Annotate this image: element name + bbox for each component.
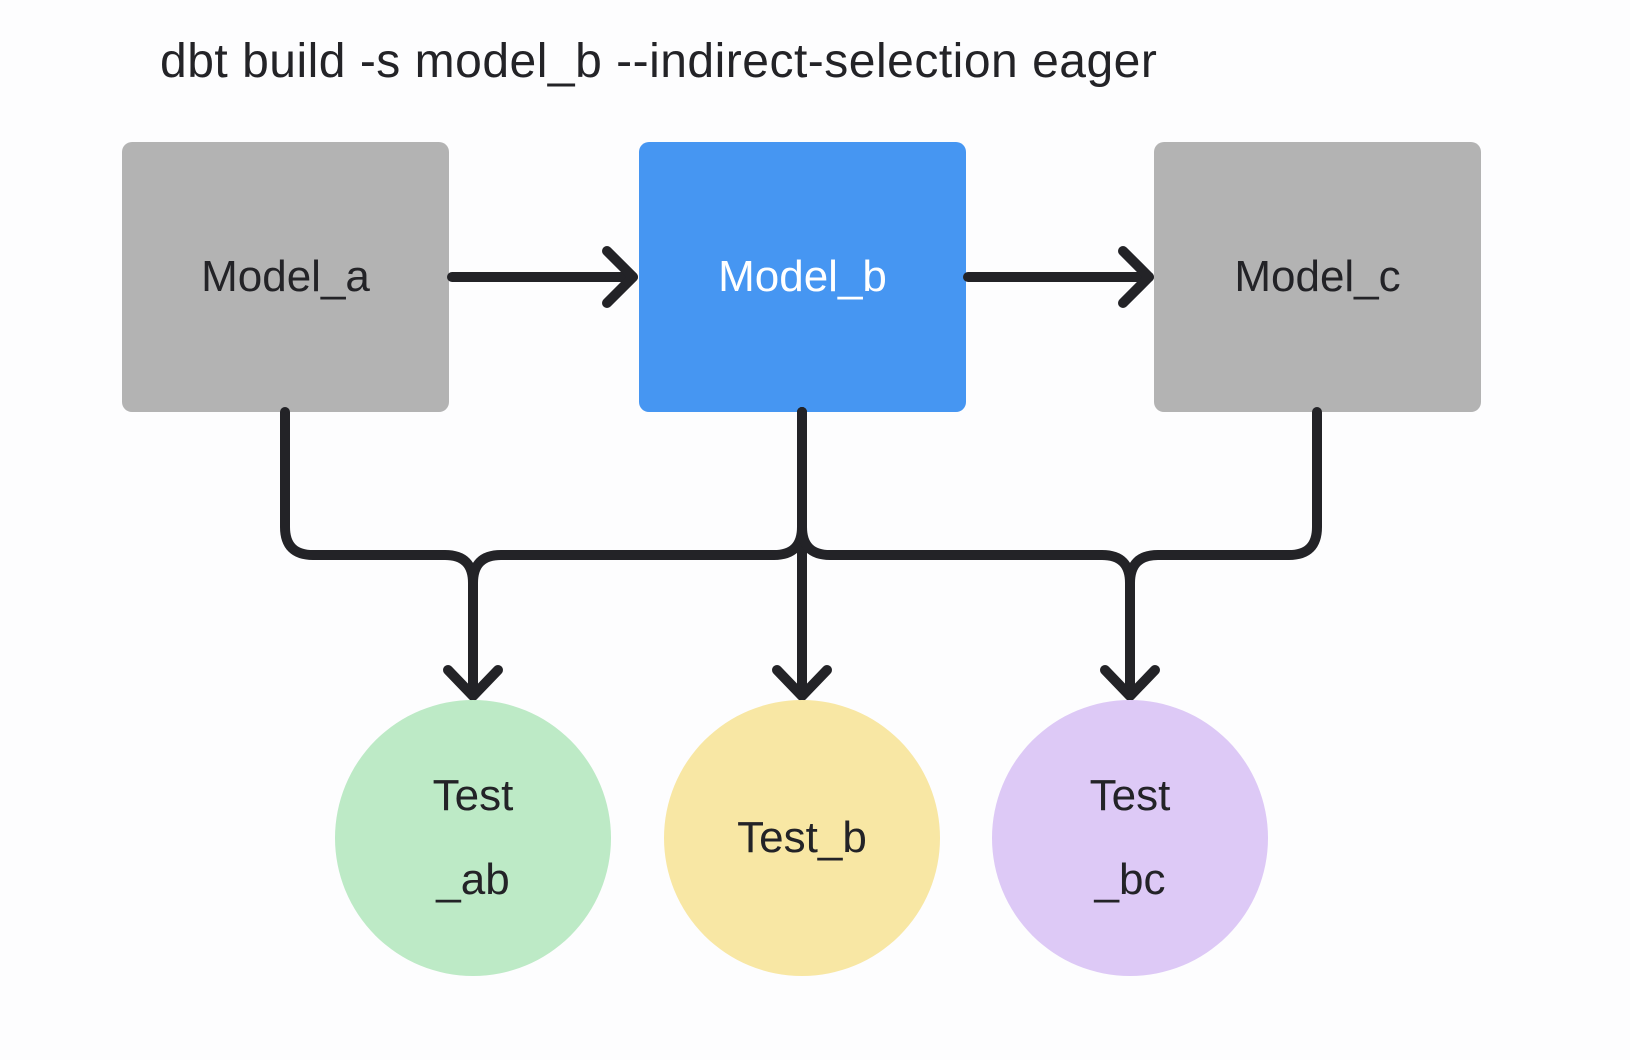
node-model-a-label: Model_a [201, 252, 370, 301]
node-test-ab: Test _ab [335, 700, 611, 976]
node-test-bc-label-line2: _bc [1094, 855, 1166, 904]
node-model-b-selected: Model_b [639, 142, 966, 412]
edge-model-b-to-model-c [963, 246, 1154, 308]
node-test-b: Test_b [664, 700, 940, 976]
edge-model-c-to-test-bc [1125, 407, 1322, 699]
node-test-bc: Test _bc [992, 700, 1268, 976]
node-test-b-label-line1: Test_b [737, 813, 867, 862]
edge-model-a-to-test-ab [280, 407, 478, 699]
node-test-ab-label-line2: _ab [436, 855, 510, 904]
node-model-c: Model_c [1154, 142, 1481, 412]
edge-model-a-to-model-b [447, 246, 638, 308]
node-model-a: Model_a [122, 142, 449, 412]
edge-model-b-to-test-bc [797, 407, 1160, 701]
edge-model-b-to-test-b [772, 407, 832, 701]
node-test-ab-label-line1: Test [432, 771, 514, 820]
node-model-c-label: Model_c [1234, 252, 1401, 301]
command-title: dbt build -s model_b --indirect-selectio… [160, 35, 1158, 88]
node-test-bc-label-line1: Test [1089, 771, 1171, 820]
edge-model-b-to-test-ab [443, 407, 807, 701]
node-model-b-label: Model_b [718, 252, 887, 301]
